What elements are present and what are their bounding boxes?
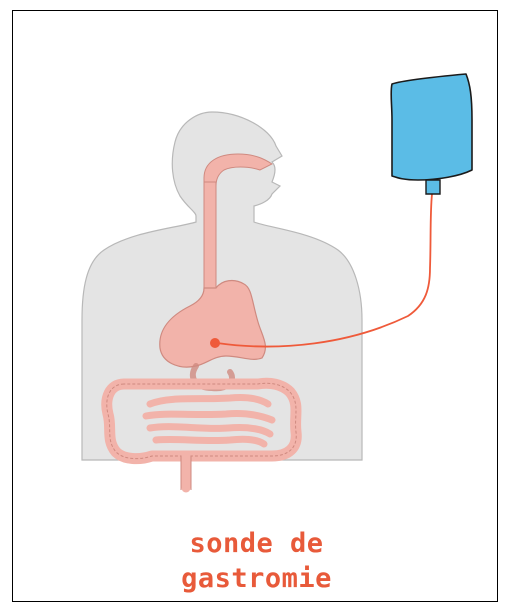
feeding-bag-connector xyxy=(425,179,441,195)
small-intestine xyxy=(142,394,276,448)
feeding-bag xyxy=(390,73,473,181)
large-intestine-outline xyxy=(106,382,297,460)
caption-line-1: sonde de xyxy=(189,528,324,559)
feeding-tube xyxy=(216,193,433,348)
caption-line-2: gastromie xyxy=(181,563,332,594)
oral-cavity xyxy=(203,153,273,187)
oesophagus xyxy=(203,181,217,291)
gastrostomy-insertion-point xyxy=(210,338,220,348)
rectum-outline xyxy=(180,456,192,490)
